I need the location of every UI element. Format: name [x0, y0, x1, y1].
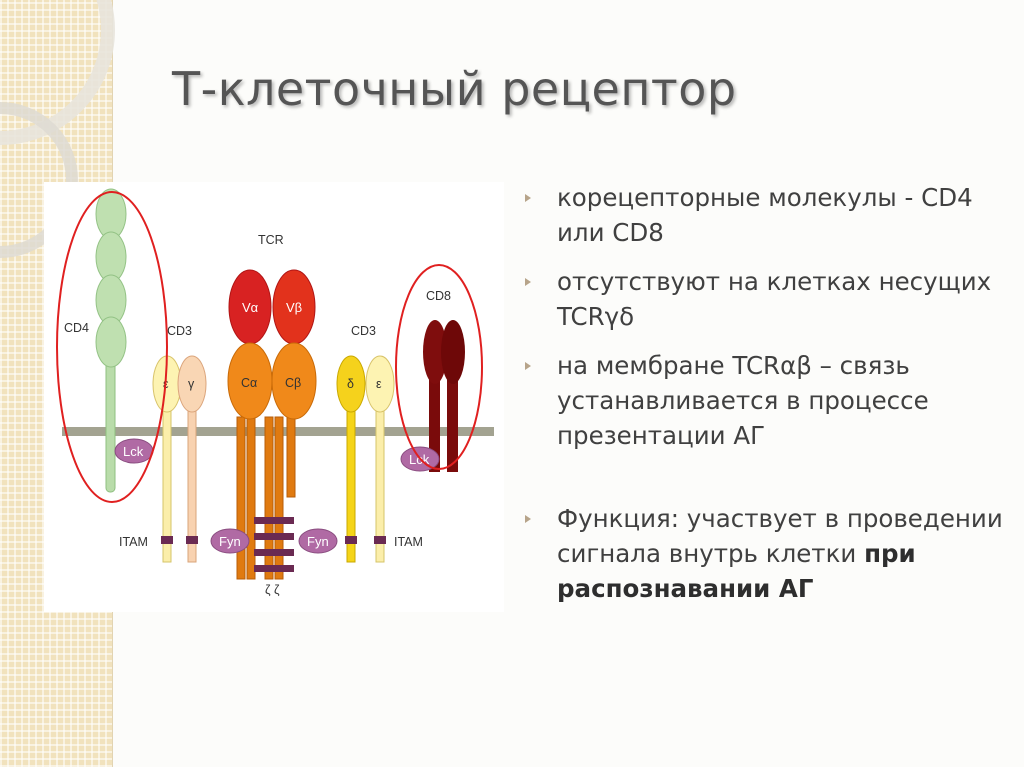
- bullet-marker: [525, 362, 531, 370]
- bullet-text: Функция: участвует в проведении сигнала …: [557, 504, 1003, 568]
- bullet-text: отсутствуют на клетках несущих TCRγδ: [557, 267, 992, 331]
- bullet-text: на мембране TCRαβ – связь устанавливаетс…: [557, 351, 929, 450]
- decorative-rings: [0, 0, 115, 258]
- itam-right-label: ITAM: [394, 535, 423, 549]
- ring-bottom: [0, 102, 78, 258]
- ring-top: [0, 0, 115, 145]
- bullet-bold-text: при распознавании АГ: [557, 539, 916, 603]
- cd3-left-label: CD3: [167, 324, 192, 338]
- bullet-marker: [525, 194, 531, 202]
- bullet-item-coreceptors: корецепторные молекулы - CD4 или CD8: [522, 180, 1012, 250]
- c-alpha-label: Cα: [241, 376, 257, 390]
- cd8-molecule: [400, 320, 465, 472]
- cd8-label: CD8: [426, 289, 451, 303]
- gamma-label: γ: [188, 377, 195, 391]
- cd8-highlight-oval: [395, 264, 483, 470]
- bullet-item-tcr-gamma-delta: отсутствуют на клетках несущих TCRγδ: [522, 264, 1012, 334]
- fyn-left-blob: [210, 528, 250, 554]
- cd3-right-label: CD3: [351, 324, 376, 338]
- fyn-right-label: Fyn: [307, 534, 329, 549]
- fyn-left-label: Fyn: [219, 534, 241, 549]
- tcr-diagram-svg: Lck CD4 ε γ CD3: [56, 188, 494, 597]
- slide-title: Т-клеточный рецептор: [172, 62, 737, 116]
- cd4-molecule: Lck: [95, 188, 154, 493]
- cd3-left-molecule: [152, 355, 207, 563]
- c-beta-label: Cβ: [285, 376, 301, 390]
- bullet-text: корецепторные молекулы - CD4 или CD8: [557, 183, 973, 247]
- tcr-diagram: Lck CD4 ε γ CD3: [44, 182, 504, 612]
- bullet-item-membrane: на мембране TCRαβ – связь устанавливаетс…: [522, 348, 1012, 453]
- cd4-label: CD4: [64, 321, 89, 335]
- itam-left-label: ITAM: [119, 535, 148, 549]
- zeta-label: ζ ζ: [265, 583, 280, 597]
- cd4-highlight-oval: [56, 191, 168, 503]
- cd3-right-molecule: [336, 355, 395, 563]
- v-alpha-label: Vα: [242, 300, 259, 315]
- bullet-marker: [525, 515, 531, 523]
- tcr-label: TCR: [258, 233, 284, 247]
- lck-left-label: Lck: [123, 444, 144, 459]
- delta-label: δ: [347, 377, 354, 391]
- epsilon-right-label: ε: [376, 377, 382, 391]
- bullet-item-function: Функция: участвует в проведении сигнала …: [522, 501, 1012, 606]
- tcr-molecule: [227, 269, 317, 580]
- fyn-right-blob: [298, 528, 338, 554]
- v-beta-label: Vβ: [286, 300, 302, 315]
- bullet-marker: [525, 278, 531, 286]
- bullet-list: корецепторные молекулы - CD4 или CD8 отс…: [522, 180, 1012, 620]
